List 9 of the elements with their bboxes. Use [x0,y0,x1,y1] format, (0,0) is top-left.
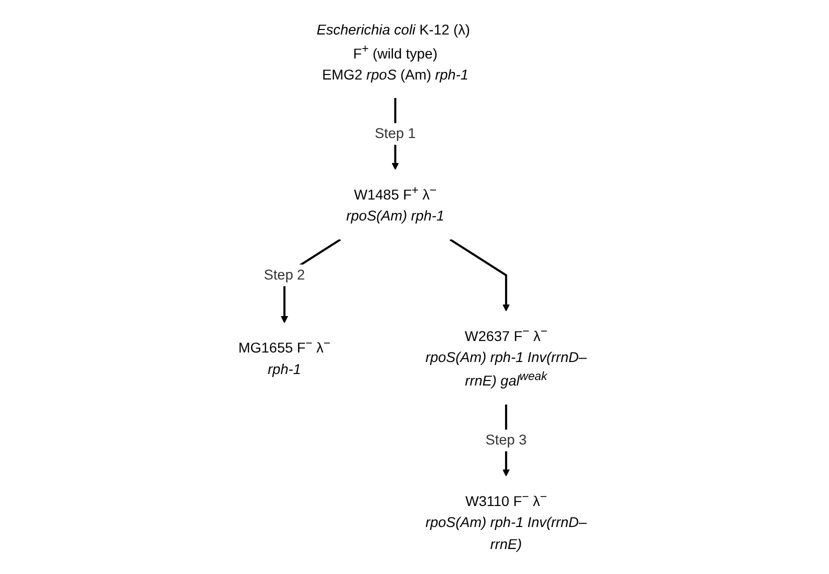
node-text: Escherichia coli K-12 (λ) F$^{+}$ (wild type) EMG2 rpoS (Am) rph-1 [317,22,470,83]
edge-label: Step 2 [264,267,306,283]
edge-label: Step 3 [486,432,528,448]
node-text: MG1655 F$^{−}$ λ$^{−}$ rph-1 [238,336,331,378]
arrow [450,238,510,312]
edge-label: Step 1 [375,126,416,142]
node-text: W1485 F$^{+}$ λ$^{−}$ rpoS(Am) rph-1 [346,184,445,224]
node-text: W3110 F$^{−}$ λ$^{−}$ rpoS(Am) rph-1 Inv(rrnD–rrnE) [426,490,588,552]
node-text: W2637 F$^{−}$ λ$^{−}$ rpoS(Am) rph-1 Inv(rrnD–rrnE) gal$^{weak}$ [426,325,588,390]
